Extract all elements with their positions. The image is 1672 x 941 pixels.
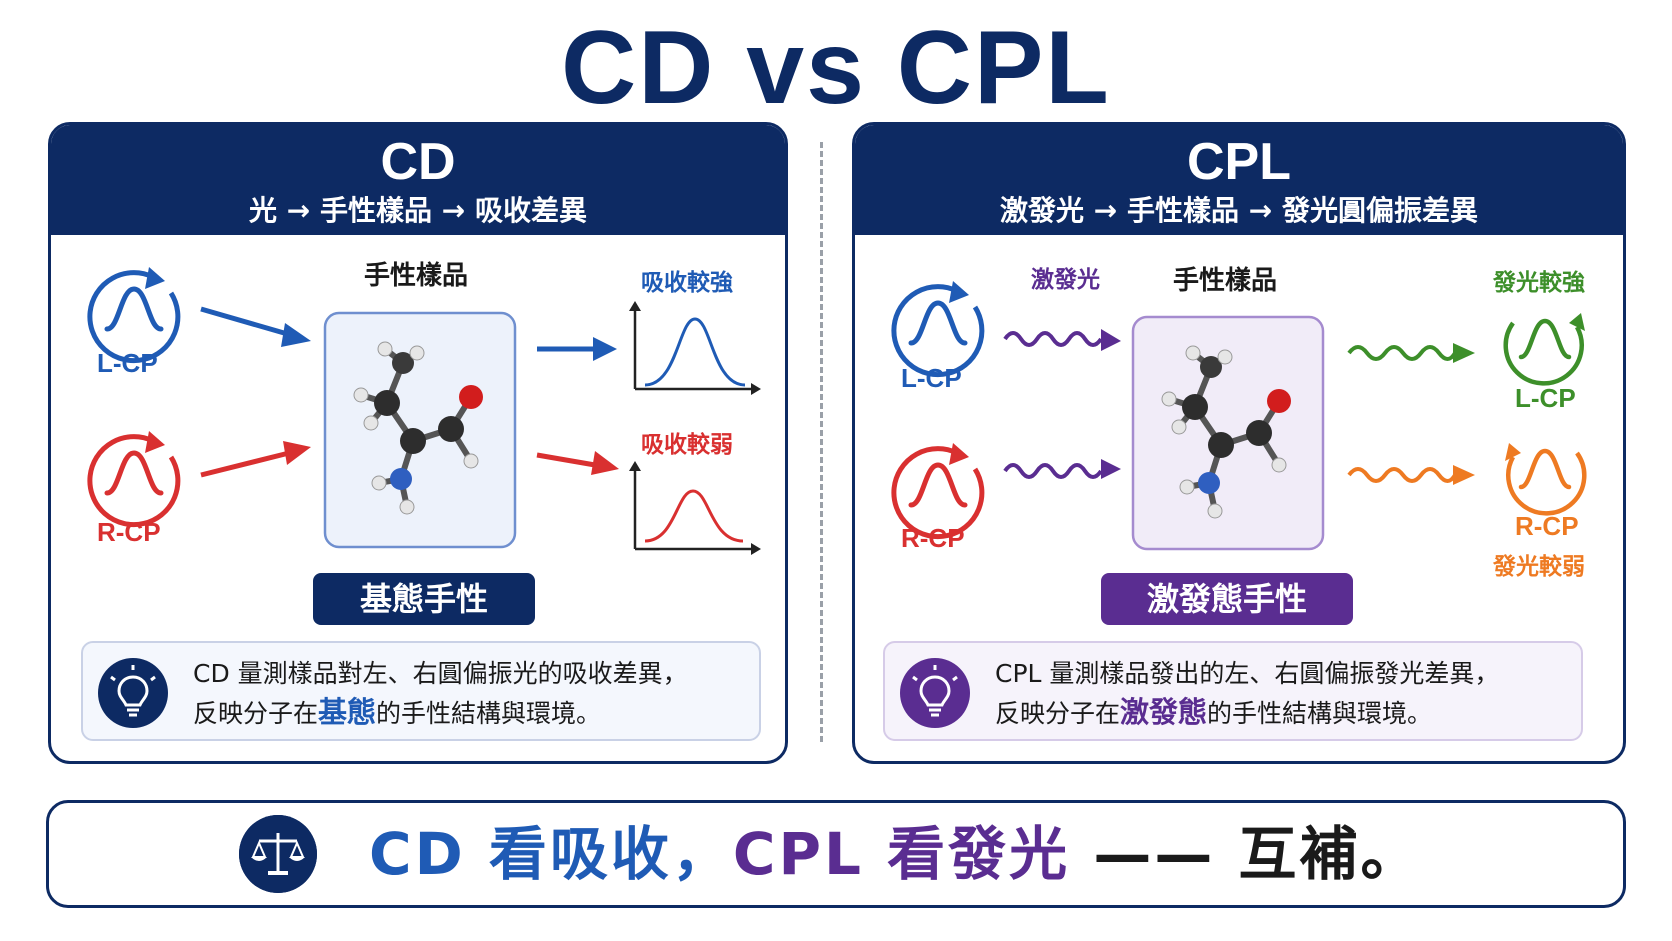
cpl-sample-label: 手性樣品 — [1173, 266, 1278, 296]
cd-note-post: 的手性結構與環境。 — [376, 699, 602, 728]
cd-strong-absorption-curve — [629, 301, 761, 395]
cd-sample-label: 手性樣品 — [364, 261, 469, 291]
cpl-lcp-in-label: L-CP — [901, 363, 962, 393]
cpl-lcp-in-circular-polarization-icon — [891, 281, 985, 378]
cpl-emission-wave-arrows — [1347, 343, 1475, 485]
summary-cd-part: CD 看吸收， — [369, 820, 733, 888]
cd-rcp-label: R-CP — [97, 517, 161, 547]
cpl-excitation-wave-arrows — [1003, 329, 1121, 479]
cd-heading: CD — [380, 133, 456, 191]
cd-strong-label: 吸收較強 — [641, 270, 733, 296]
cpl-badge-excited-state: 激發態手性 — [1101, 573, 1353, 625]
cd-note-line1: CD 量測樣品對左、右圓偏振光的吸收差異， — [193, 659, 688, 688]
cpl-note-line1: CPL 量測樣品發出的左、右圓偏振發光差異， — [995, 659, 1500, 688]
cpl-note-line2: 反映分子在激發態的手性結構與環境。 — [995, 693, 1499, 733]
cpl-weak-label: 發光較弱 — [1493, 554, 1585, 580]
lightbulb-icon — [900, 658, 970, 728]
cpl-panel-header: CPL 激發光 → 手性樣品 → 發光圓偏振差異 — [855, 125, 1623, 235]
cpl-rcp-in-circular-polarization-icon — [891, 443, 985, 540]
cd-badge-ground-state: 基態手性 — [313, 573, 535, 625]
cpl-note-box: CPL 量測樣品發出的左、右圓偏振發光差異， 反映分子在激發態的手性結構與環境。 — [883, 641, 1583, 741]
rcp-circular-polarization-icon — [87, 431, 181, 528]
summary-bar: CD 看吸收，CPL 看發光 —— 互補。 — [46, 800, 1626, 908]
summary-cpl-part: CPL 看發光 — [732, 820, 1071, 888]
cpl-panel: CPL 激發光 → 手性樣品 → 發光圓偏振差異 L-CP R-CP 激發光 手… — [852, 122, 1626, 764]
lightbulb-icon — [98, 658, 168, 728]
cd-note-emphasis: 基態 — [318, 695, 377, 729]
cpl-note-pre: 反映分子在 — [995, 699, 1121, 728]
panel-divider — [820, 142, 823, 742]
cpl-subtitle: 激發光 → 手性樣品 → 發光圓偏振差異 — [1000, 194, 1478, 227]
cpl-note-emphasis: 激發態 — [1120, 695, 1208, 729]
cd-note-pre: 反映分子在 — [193, 699, 319, 728]
cpl-rcp-out-label: R-CP — [1515, 511, 1579, 541]
cd-panel-header: CD 光 → 手性樣品 → 吸收差異 — [51, 125, 785, 235]
cd-subtitle: 光 → 手性樣品 → 吸收差異 — [249, 194, 587, 227]
cpl-rcp-out-circular-polarization-icon — [1505, 443, 1587, 516]
cpl-rcp-in-label: R-CP — [901, 523, 965, 553]
cpl-excite-label: 激發光 — [1031, 267, 1100, 293]
cd-note-box: CD 量測樣品對左、右圓偏振光的吸收差異， 反映分子在基態的手性結構與環境。 — [81, 641, 761, 741]
summary-end: 互補。 — [1238, 820, 1422, 888]
cd-outgoing-arrows — [536, 337, 619, 475]
cd-panel: CD 光 → 手性樣品 → 吸收差異 L-CP R-CP 手性樣品 — [48, 122, 788, 764]
cpl-note-post: 的手性結構與環境。 — [1207, 699, 1433, 728]
cpl-heading: CPL — [1187, 133, 1291, 191]
summary-text: CD 看吸收，CPL 看發光 —— 互補。 — [369, 803, 1422, 905]
cd-molecule-icon — [323, 311, 517, 549]
cd-lcp-label: L-CP — [97, 348, 158, 378]
lcp-circular-polarization-icon — [87, 267, 181, 364]
cpl-lcp-out-label: L-CP — [1515, 383, 1576, 413]
cd-note-text: CD 量測樣品對左、右圓偏振光的吸收差異， 反映分子在基態的手性結構與環境。 — [193, 655, 688, 733]
cd-weak-absorption-curve — [629, 461, 761, 555]
cpl-lcp-out-circular-polarization-icon — [1503, 313, 1585, 386]
balance-scale-icon — [239, 815, 317, 893]
page-title: CD vs CPL — [561, 10, 1111, 126]
cpl-molecule-icon — [1131, 315, 1325, 551]
cpl-note-text: CPL 量測樣品發出的左、右圓偏振發光差異， 反映分子在激發態的手性結構與環境。 — [995, 655, 1499, 733]
summary-dash: —— — [1070, 820, 1239, 888]
cd-incoming-arrows — [200, 306, 311, 478]
cpl-strong-label: 發光較強 — [1493, 270, 1585, 296]
cd-note-line2: 反映分子在基態的手性結構與環境。 — [193, 693, 688, 733]
cd-weak-label: 吸收較弱 — [641, 432, 733, 458]
